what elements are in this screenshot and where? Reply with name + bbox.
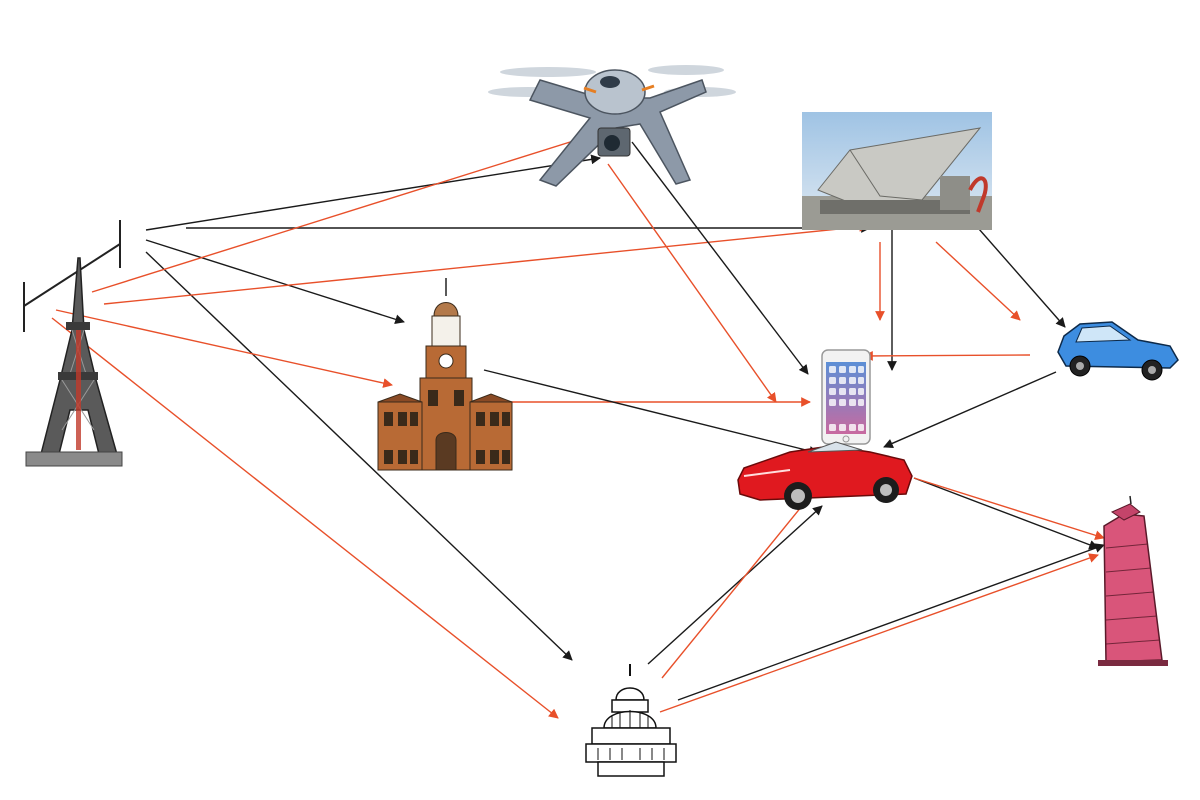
edge-tokyo-tower-to-drone-red xyxy=(91,129,603,293)
edge-antenna-to-capitol-black xyxy=(145,251,573,661)
edge-tokyo-tower-to-independence-hall-red xyxy=(55,309,393,388)
leaning-tower-of-pisa-icon xyxy=(1098,495,1168,666)
antenna-icon xyxy=(23,220,121,332)
edge-antenna-to-drone-black xyxy=(145,154,601,231)
tokyo-tower-icon xyxy=(25,257,123,467)
edge-capitol-to-leaning-tower-black xyxy=(677,543,1105,701)
capitol-building-icon xyxy=(585,664,677,777)
red-convertible-icon xyxy=(737,441,913,510)
edge-antenna-to-independence-hall-black xyxy=(145,239,405,324)
independence-hall-icon xyxy=(377,278,513,471)
smartphone-icon xyxy=(821,349,871,445)
edge-capitol-to-leaning-tower-red xyxy=(659,553,1099,713)
edge-blue-car-to-smartphone-red xyxy=(863,351,1031,361)
drone-icon xyxy=(488,65,736,187)
edge-capitol-to-red-convertible-black xyxy=(647,505,823,665)
edge-drone-to-smartphone-red xyxy=(607,163,777,403)
edge-independence-hall-to-red-convertible-black xyxy=(483,369,819,456)
edge-red-convertible-to-leaning-tower-black xyxy=(913,477,1099,550)
edge-tokyo-tower-to-capitol-red xyxy=(51,317,559,719)
blue-car-icon xyxy=(1057,321,1179,381)
edge-blue-car-to-red-convertible-black xyxy=(883,371,1057,448)
edge-tokyo-tower-to-museum-red xyxy=(103,222,869,305)
edge-museum-to-blue-car-red xyxy=(935,241,1021,321)
museum-photo xyxy=(802,112,992,230)
edge-drone-to-smartphone-black xyxy=(631,141,809,375)
edge-red-convertible-to-leaning-tower-red xyxy=(913,477,1105,541)
